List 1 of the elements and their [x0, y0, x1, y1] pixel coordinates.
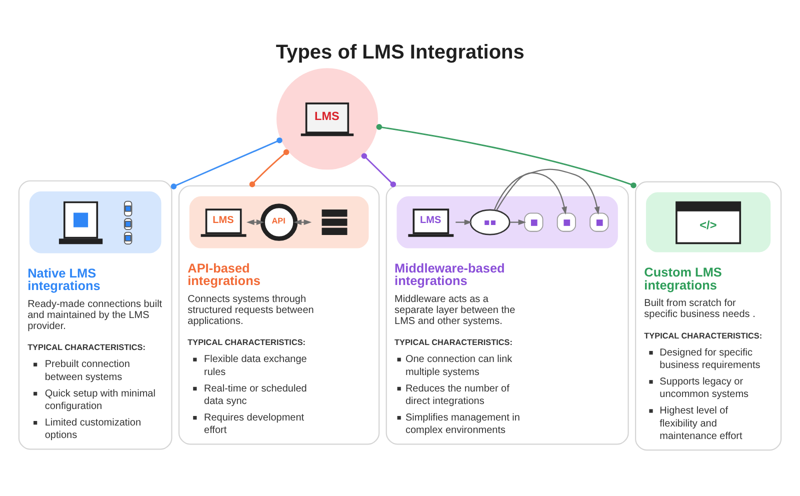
- diagram-title: Types of LMS Integrations: [276, 40, 524, 63]
